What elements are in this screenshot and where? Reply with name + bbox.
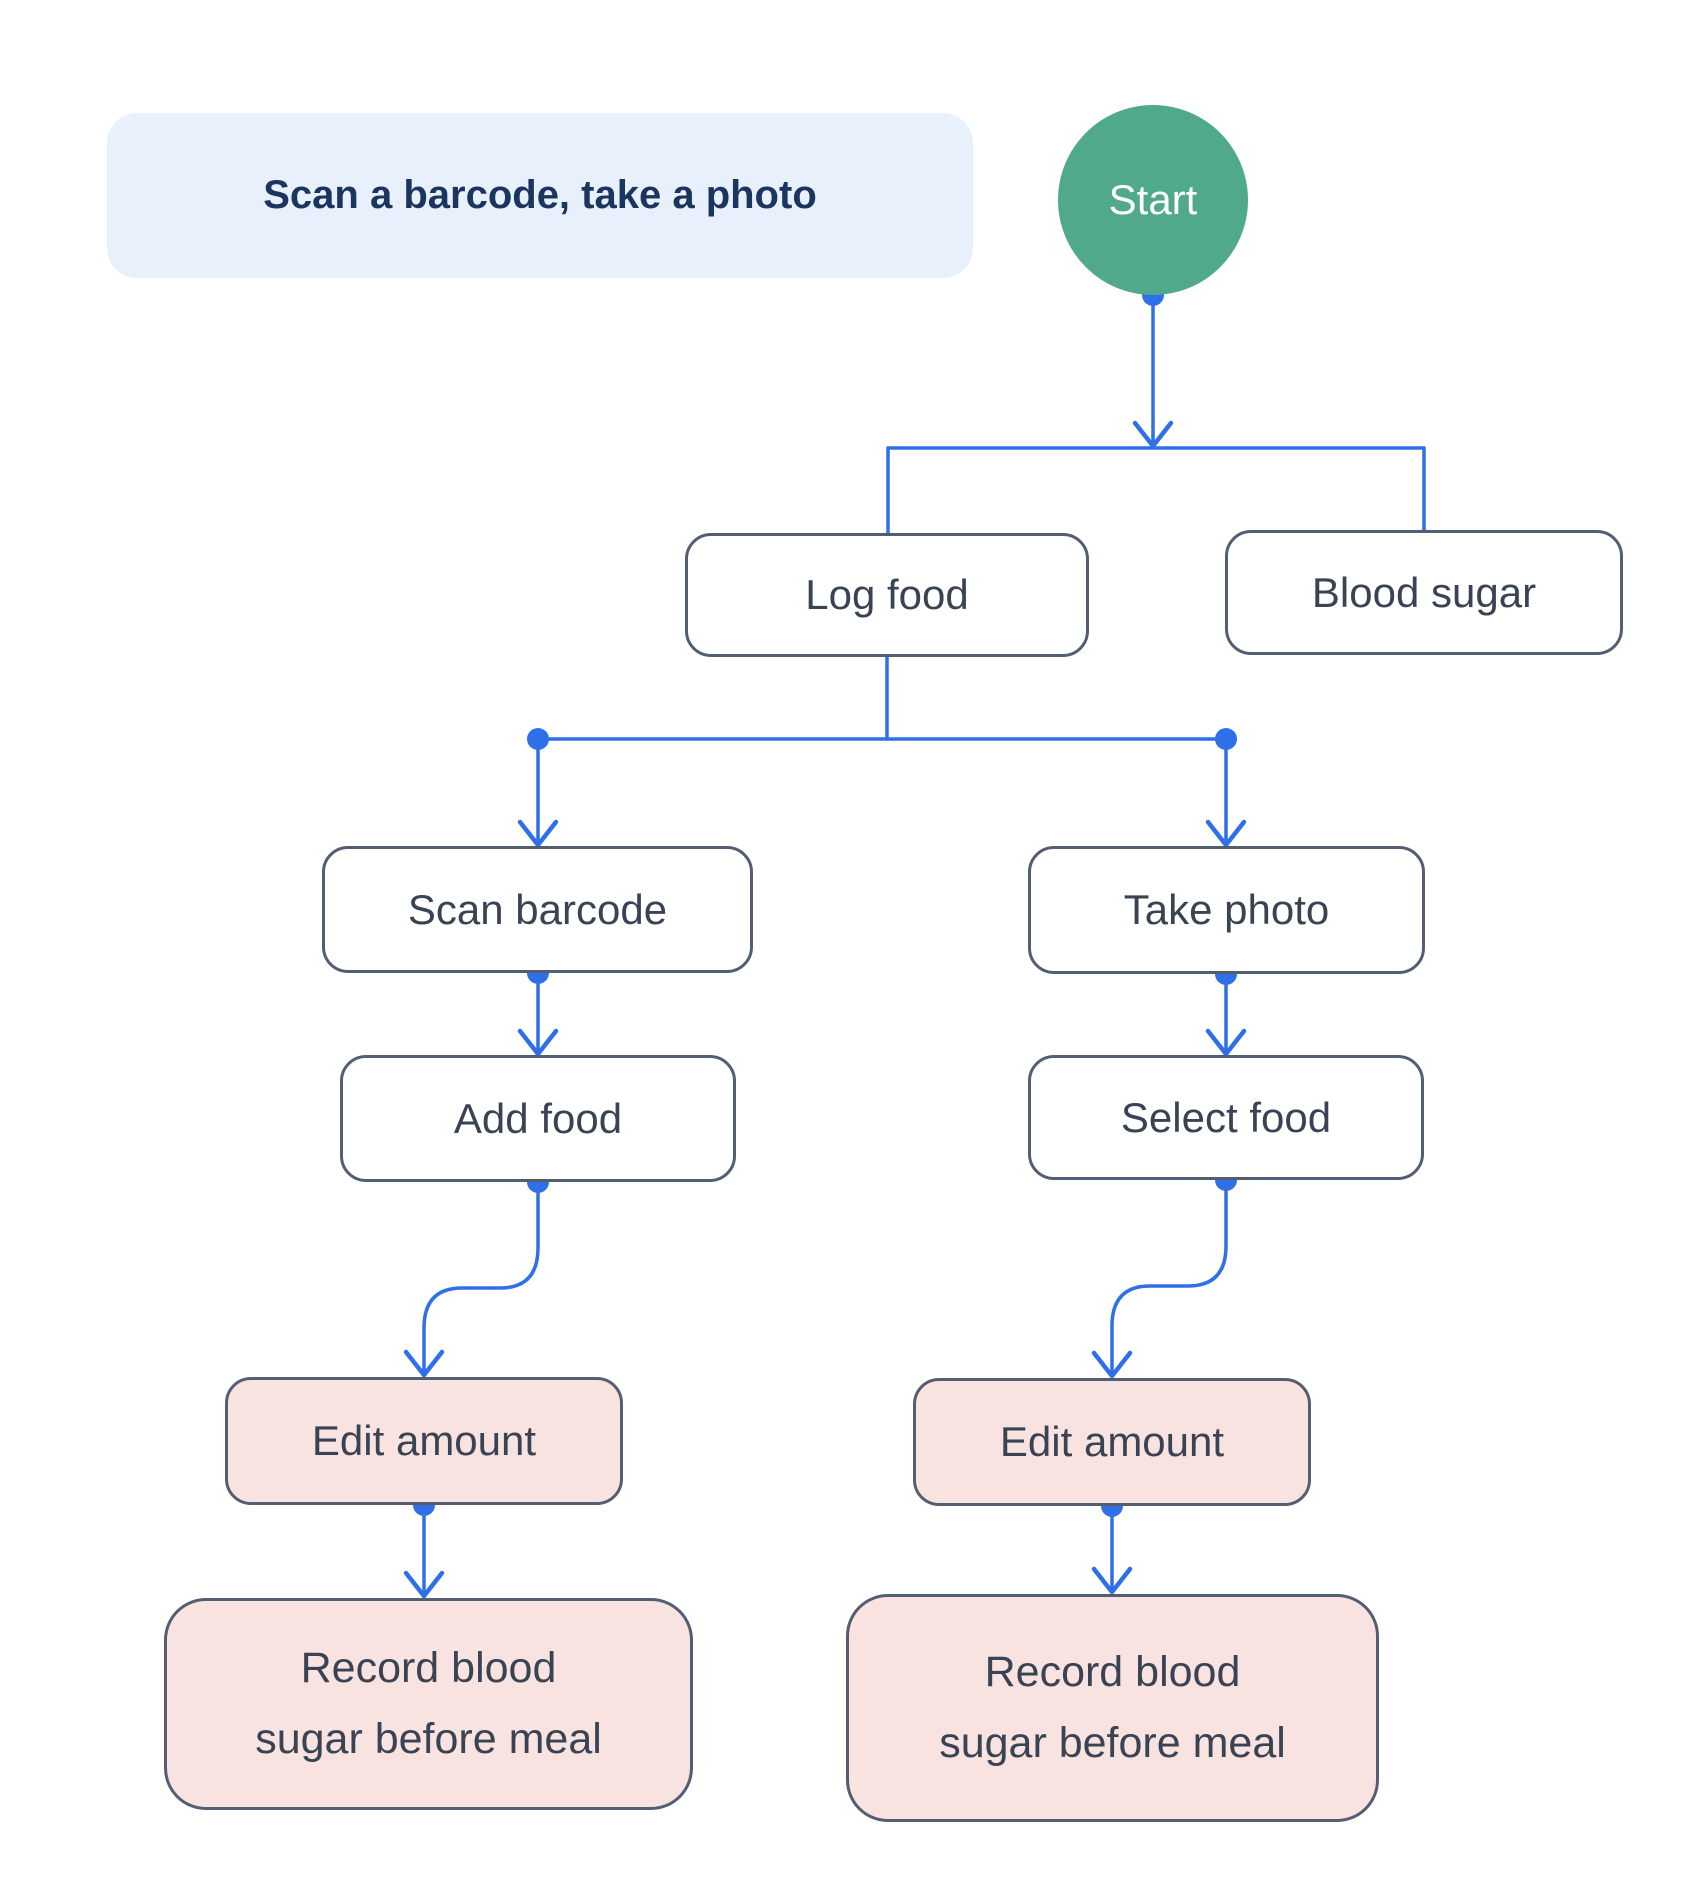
arrowhead-scan-barcode [517,819,559,848]
node-log-food-label: Log food [805,571,969,618]
flow-title-text: Scan a barcode, take a photo [263,173,817,217]
node-edit-amount-left: Edit amount [225,1377,623,1505]
arrowhead-start-to-branch [1132,420,1174,449]
node-edit-amount-left-label: Edit amount [311,1417,537,1464]
node-select-food-label: Select food [1120,1093,1332,1141]
arrowhead-record-right [1091,1566,1133,1595]
node-blood-sugar: Blood sugar [1225,530,1623,655]
arrowhead-take-photo [1205,819,1247,848]
node-add-food: Add food [340,1055,736,1182]
node-record-blood-sugar-left: Record blood sugar before meal [164,1598,693,1810]
node-edit-amount-right-label: Edit amount [999,1418,1225,1465]
dot-branch2-left [527,728,549,750]
node-record-blood-sugar-right: Record blood sugar before meal [846,1594,1379,1822]
node-blood-sugar-label: Blood sugar [1311,568,1537,616]
node-select-food: Select food [1028,1055,1424,1180]
dot-branch2-right [1215,728,1237,750]
connector-add-food-to-edit-amount [422,1180,540,1372]
node-scan-barcode-label: Scan barcode [407,885,668,933]
node-record-right-line1: Record blood [984,1648,1241,1697]
node-log-food: Log food [685,533,1089,657]
node-take-photo: Take photo [1028,846,1425,974]
node-take-photo-label: Take photo [1123,886,1330,933]
arrowhead-record-left [403,1570,445,1599]
node-record-right-line2: sugar before meal [939,1719,1286,1767]
arrowhead-edit-amount-left [403,1349,445,1378]
node-scan-barcode: Scan barcode [322,846,753,973]
arrowhead-edit-amount-right [1091,1350,1133,1379]
node-record-left-line1: Record blood [300,1644,557,1693]
node-record-right-text: Record blood sugar before meal [939,1637,1286,1778]
node-start-label: Start [1108,176,1198,223]
node-start: Start [1058,105,1248,295]
node-record-left-text: Record blood sugar before meal [255,1633,602,1774]
node-record-left-line2: sugar before meal [255,1715,602,1763]
arrowhead-select-food [1205,1028,1247,1057]
arrowhead-add-food [517,1028,559,1057]
node-add-food-label: Add food [453,1094,623,1142]
node-edit-amount-right: Edit amount [913,1378,1311,1506]
connector-select-food-to-edit-amount [1110,1178,1228,1373]
flow-title-callout: Scan a barcode, take a photo [107,113,973,278]
